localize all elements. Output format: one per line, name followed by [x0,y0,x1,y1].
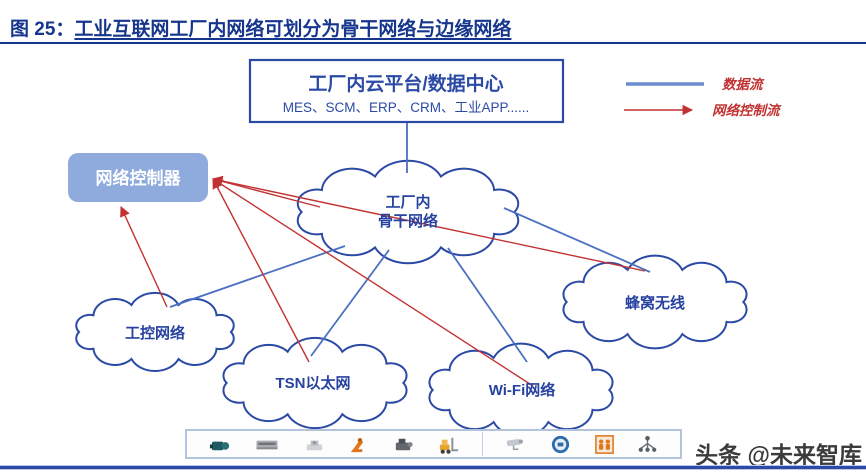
data-flow-backbone-wifi [447,247,528,363]
figure-header: 图 25：工业互联网工厂内网络可划分为骨干网络与边缘网络 [0,0,866,44]
control-flow-industrial [120,206,168,308]
cloud-cellular-label: 蜂窝无线 [625,294,685,312]
cnc-machine-icon [253,433,281,456]
figure-title: 工业互联网工厂内网络可划分为骨干网络与边缘网络 [74,19,512,40]
control-flow-cellular [211,175,646,272]
legend-data-flow-label: 数据流 [722,77,765,92]
control-flow-tsn [212,178,310,363]
workers-icon [593,433,616,456]
figure-label: 图 25： [10,19,75,40]
cloud-backbone-label-2: 骨干网络 [378,212,438,230]
control-flow-lines [120,175,646,387]
platform-subtitle: MES、SCM、ERP、CRM、工业APP...... [283,100,530,115]
legend-control-flow-label: 网络控制流 [712,103,782,118]
controller-label: 网络控制器 [96,168,182,188]
machined-part-icon [302,433,327,456]
watermark: 头条 @未来智库 [695,442,862,468]
control-flow-backbone [211,176,321,208]
data-flow-backbone-tsn [310,249,390,357]
bottom-rule [0,465,866,470]
cctv-camera-icon [504,433,529,456]
platform-title: 工厂内云平台/数据中心 [308,72,503,95]
legend: 数据流 网络控制流 [624,77,782,118]
network-topology-icon [636,433,659,456]
cloud-tsn-label: TSN以太网 [275,374,350,392]
data-flow-backbone-industrial [169,245,346,308]
device-strip [185,429,682,459]
cloud-industrial-label: 工控网络 [125,324,185,342]
gauge-meter-icon [549,433,572,456]
cloud-backbone [296,159,520,265]
cloud-wifi-label: Wi-Fi网络 [489,381,556,399]
data-flow-backbone-cellular [503,207,651,273]
data-flow-lines [169,122,651,363]
cloud-backbone-label-1: 工厂内 [385,193,430,211]
pump-motor-icon [208,433,233,456]
controller-box [68,153,208,202]
strip-divider [482,432,484,456]
forklift-icon [436,433,461,456]
robot-arm-icon [347,433,370,456]
platform-box [248,58,565,124]
control-flow-wifi [212,178,534,387]
engine-icon [391,433,416,456]
